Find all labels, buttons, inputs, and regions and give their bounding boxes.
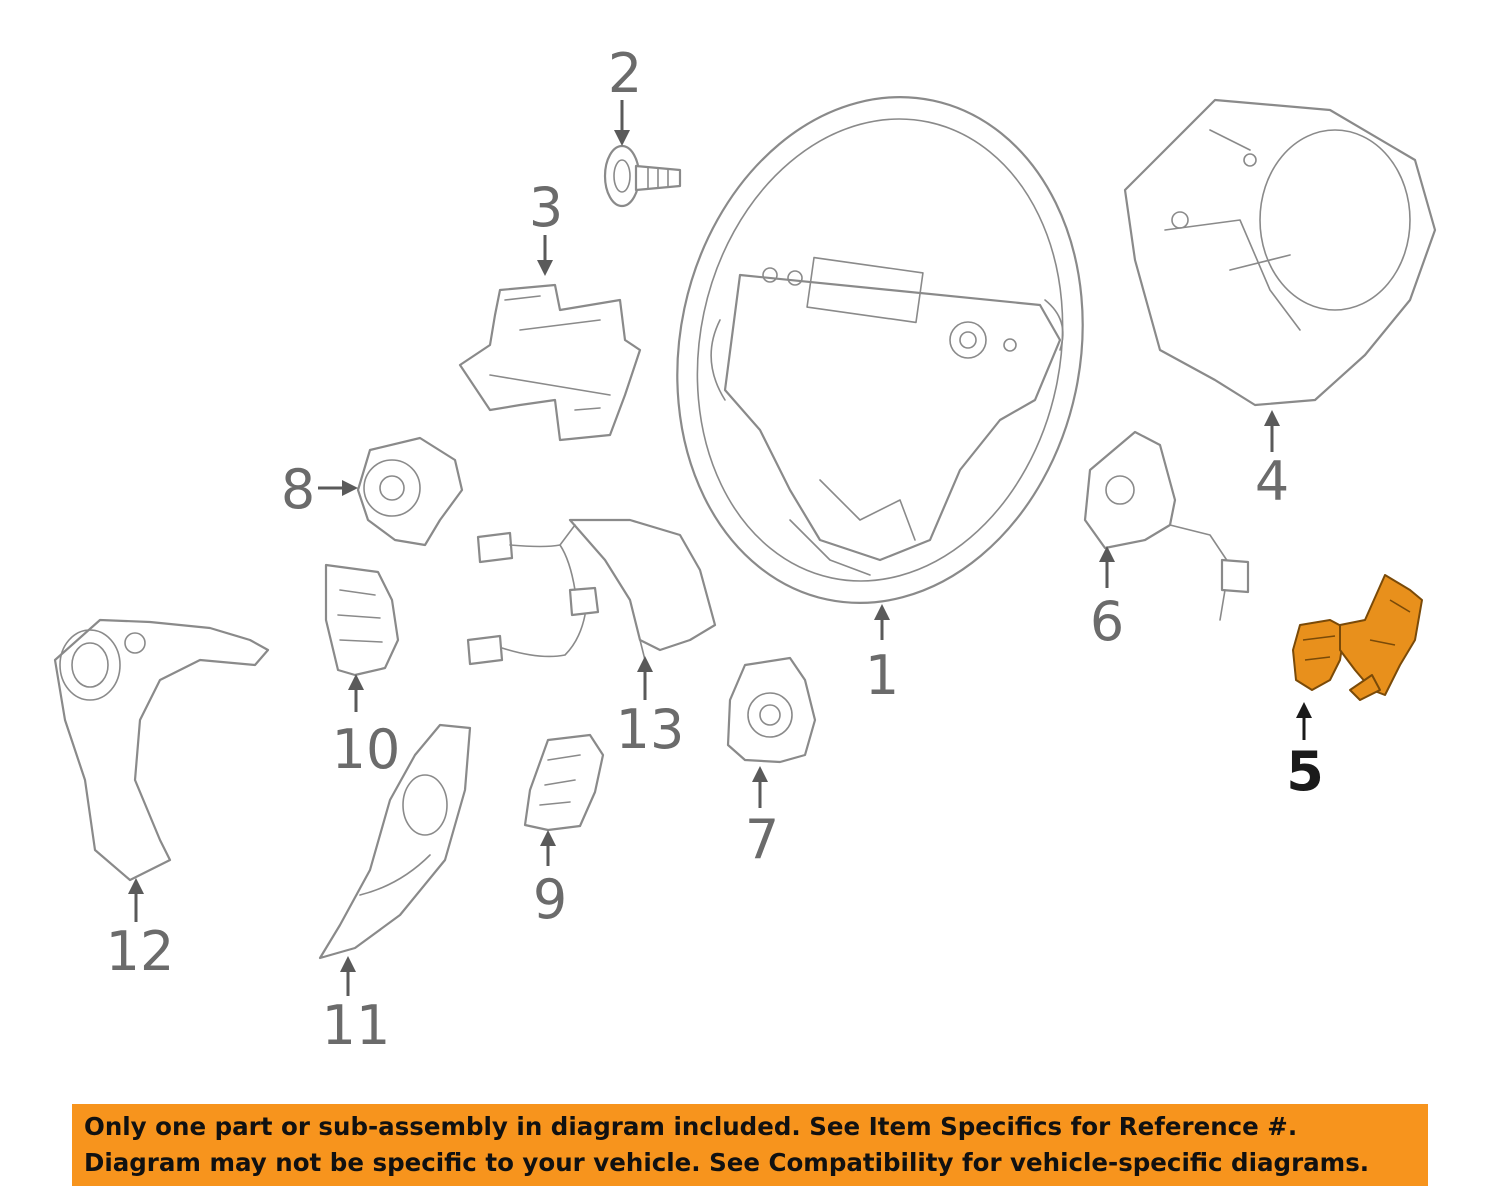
callout-10: 10 (332, 718, 401, 781)
part-5-highlighted-switch (1292, 574, 1423, 701)
callout-3: 3 (529, 176, 563, 239)
callout-5: 5 (1286, 740, 1324, 803)
leader-arrows (128, 100, 1312, 996)
part-2-bolt (603, 144, 682, 208)
callout-9: 9 (533, 868, 567, 931)
part-4-rear-cover (1123, 98, 1437, 407)
part-9-switch (523, 733, 605, 832)
part-8-spiral-cable (356, 436, 464, 547)
callout-12: 12 (106, 920, 175, 983)
callout-2: 2 (608, 42, 642, 105)
part-12-lower-trim (53, 618, 270, 882)
part-7-clock-spring (726, 656, 817, 764)
disclaimer-line-1: Only one part or sub-assembly in diagram… (84, 1112, 1298, 1141)
disclaimer-banner: Only one part or sub-assembly in diagram… (72, 1104, 1428, 1186)
callout-8: 8 (281, 458, 315, 521)
callout-11: 11 (322, 994, 391, 1057)
part-3-bracket (458, 283, 642, 442)
part-6-switch-assembly (1083, 430, 1250, 621)
part-1-steering-wheel (676, 96, 1084, 604)
part-11-trim-cover (318, 723, 472, 960)
callout-13: 13 (616, 698, 685, 761)
callout-1: 1 (865, 644, 899, 707)
part-10-switch-housing (324, 563, 400, 677)
callout-4: 4 (1255, 450, 1289, 513)
callout-6: 6 (1090, 590, 1124, 653)
steering-wheel-parts-diagram: 1 2 3 4 5 6 7 8 9 10 11 12 13 (53, 42, 1437, 1057)
disclaimer-line-2: Diagram may not be specific to your vehi… (84, 1148, 1370, 1177)
callout-7: 7 (745, 808, 779, 871)
part-13-wire-harness (466, 518, 717, 666)
